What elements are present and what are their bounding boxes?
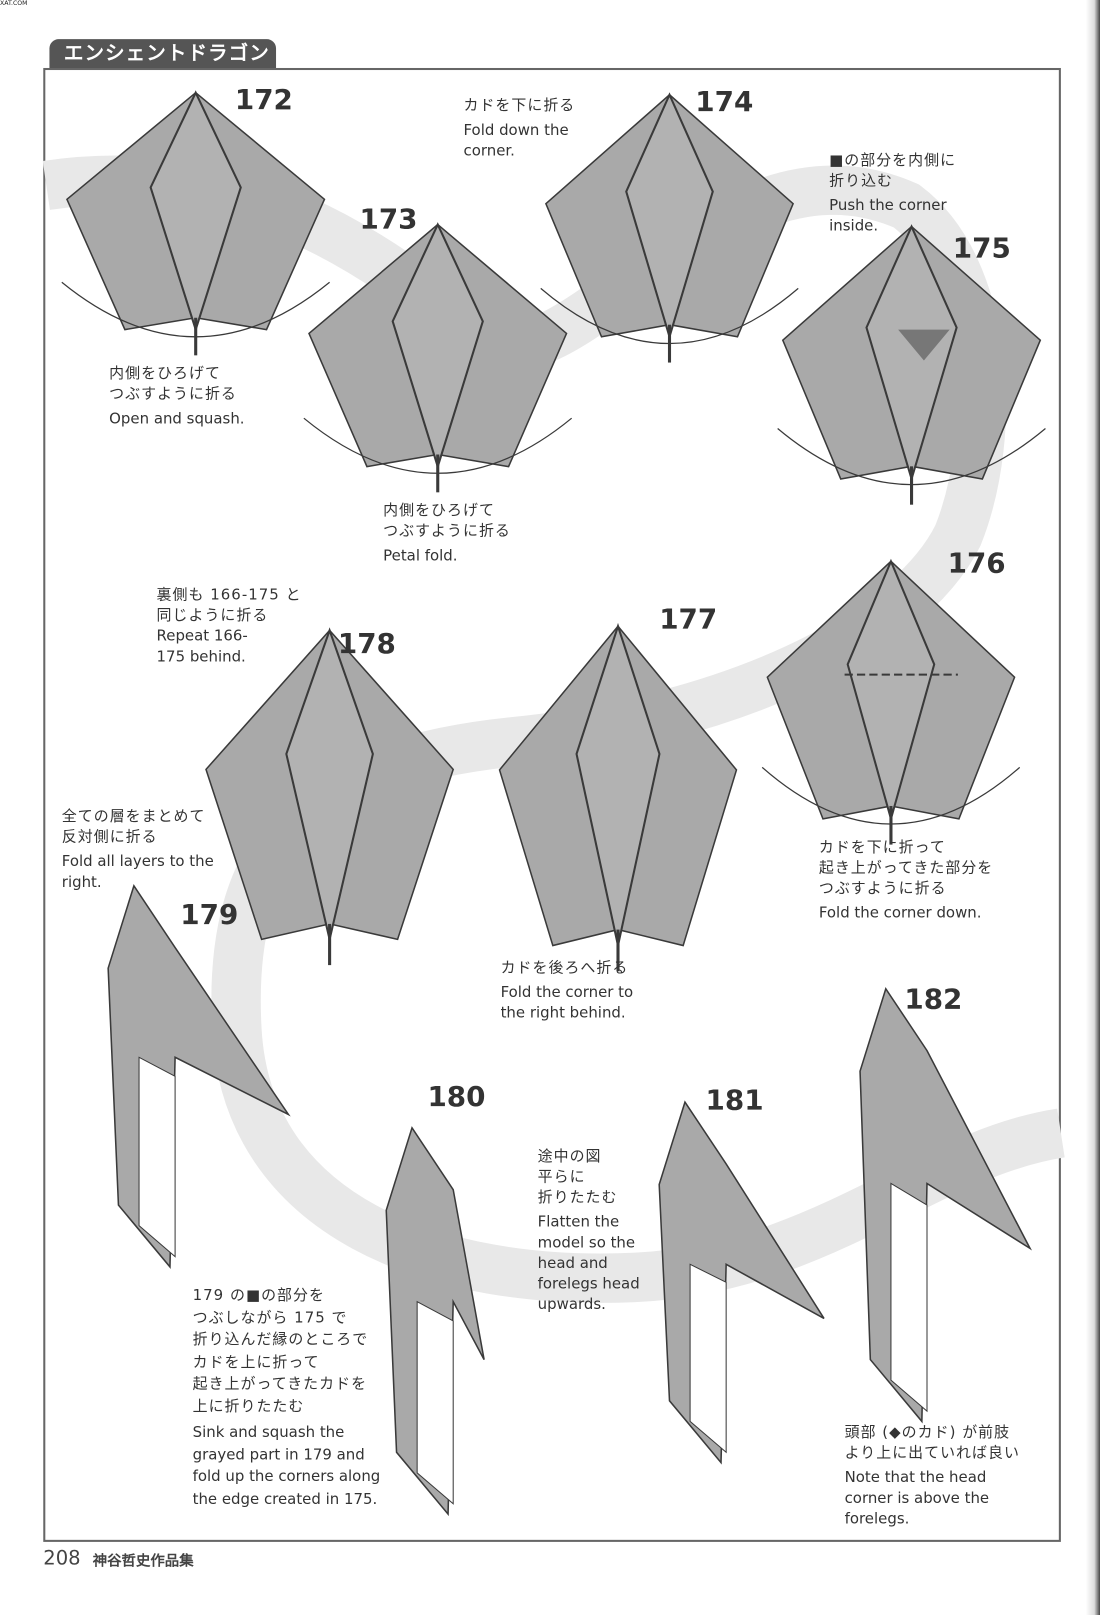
tall-model-leg-1 bbox=[416, 1300, 454, 1505]
step-number-182: 182 bbox=[904, 983, 963, 1016]
caption-en: Repeat 166- 175 behind. bbox=[156, 628, 248, 666]
caption-jp: 途中の図 平らに 折りたたむ bbox=[537, 1148, 618, 1207]
step-number-181: 181 bbox=[705, 1084, 764, 1117]
watermark: XAT.COM bbox=[0, 0, 28, 8]
caption-en: Fold the corner to the right behind. bbox=[500, 984, 634, 1022]
caption-en: Fold all layers to the right. bbox=[61, 853, 214, 891]
step-182-caption: 頭部 (◆のカド) が前肢 より上に出ていれば良い Note that the h… bbox=[845, 1422, 1020, 1529]
step-number-175: 175 bbox=[952, 232, 1011, 265]
caption-jp: 裏側も 166-175 と 同じように折る bbox=[156, 587, 302, 625]
step-number-179: 179 bbox=[180, 899, 239, 932]
step-179-caption: 全ての層をまとめて 反対側に折る Fold all layers to the r… bbox=[62, 806, 214, 893]
step-174-caption: カドを下に折る Fold down the corner. bbox=[464, 96, 576, 162]
model-wing-arc-0 bbox=[61, 281, 330, 338]
step-172-caption: 内側をひろげて つぶすように折る Open and squash. bbox=[109, 364, 244, 430]
caption-en: Flatten the model so the head and forele… bbox=[537, 1214, 640, 1314]
caption-jp: カドを後ろへ折る bbox=[500, 959, 629, 977]
caption-en: Petal fold. bbox=[383, 547, 458, 565]
model-wing-arc-2 bbox=[540, 287, 799, 345]
caption-jp: カドを下に折る bbox=[463, 97, 576, 115]
caption-en: Push the corner inside. bbox=[829, 197, 947, 235]
step-number-176: 176 bbox=[947, 547, 1006, 580]
step-number-173: 173 bbox=[359, 203, 418, 236]
caption-en: Note that the head corner is above the f… bbox=[844, 1469, 990, 1528]
model-wing-arc-4 bbox=[761, 766, 1021, 825]
tall-model-3 bbox=[859, 987, 1033, 1424]
step-177-caption: カドを後ろへ折る Fold the corner to the right beh… bbox=[501, 958, 634, 1024]
step-number-180: 180 bbox=[427, 1081, 486, 1114]
section-title-tab: エンシェントドラゴン bbox=[49, 39, 277, 68]
model-wing-arc-3 bbox=[777, 428, 1046, 486]
caption-jp: 内側をひろげて つぶすように折る bbox=[109, 365, 237, 403]
step-number-172: 172 bbox=[234, 84, 293, 117]
caption-jp: 179 の■の部分を つぶしながら 175 で 折り込んだ縁のところで カドを上… bbox=[192, 1287, 369, 1415]
content-frame bbox=[43, 67, 1061, 1542]
step-181-caption: 途中の図 平らに 折りたたむ Flatten the model so the h… bbox=[538, 1146, 640, 1315]
tall-model-leg-2 bbox=[689, 1263, 727, 1454]
caption-jp: カドを下に折って 起き上がってきた部分を つぶすように折る bbox=[818, 839, 994, 898]
step-number-177: 177 bbox=[659, 603, 718, 636]
caption-jp: ■の部分を内側に 折り込む bbox=[829, 152, 957, 190]
caption-en: Open and squash. bbox=[109, 410, 245, 428]
caption-jp: 頭部 (◆のカド) が前肢 より上に出ていれば良い bbox=[844, 1424, 1020, 1462]
caption-jp: 内側をひろげて つぶすように折る bbox=[383, 502, 511, 540]
book-title: 神谷哲史作品集 bbox=[92, 1553, 194, 1570]
caption-en: Fold down the corner. bbox=[463, 122, 569, 160]
step-176-caption: カドを下に折って 起き上がってきた部分を つぶすように折る Fold the co… bbox=[819, 837, 993, 924]
tall-model-leg-3 bbox=[890, 1182, 928, 1413]
tall-model-leg-0 bbox=[138, 1056, 176, 1258]
page-edge-shadow bbox=[1085, 0, 1100, 1615]
step-number-178: 178 bbox=[337, 628, 396, 661]
grayed-corner-175 bbox=[898, 329, 950, 361]
caption-en: Sink and squash the grayed part in 179 a… bbox=[192, 1424, 381, 1508]
step-number-174: 174 bbox=[695, 86, 754, 119]
model-wing-arc-1 bbox=[303, 417, 573, 474]
caption-jp: 全ての層をまとめて 反対側に折る bbox=[61, 808, 206, 846]
caption-en: Fold the corner down. bbox=[818, 905, 982, 922]
step-175-caption: ■の部分を内側に 折り込む Push the corner inside. bbox=[829, 150, 956, 237]
step-173-caption: 内側をひろげて つぶすように折る Petal fold. bbox=[383, 501, 511, 567]
step-180-caption: 179 の■の部分を つぶしながら 175 で 折り込んだ縁のところで カドを上… bbox=[193, 1285, 381, 1511]
page-number: 208 bbox=[43, 1547, 81, 1570]
